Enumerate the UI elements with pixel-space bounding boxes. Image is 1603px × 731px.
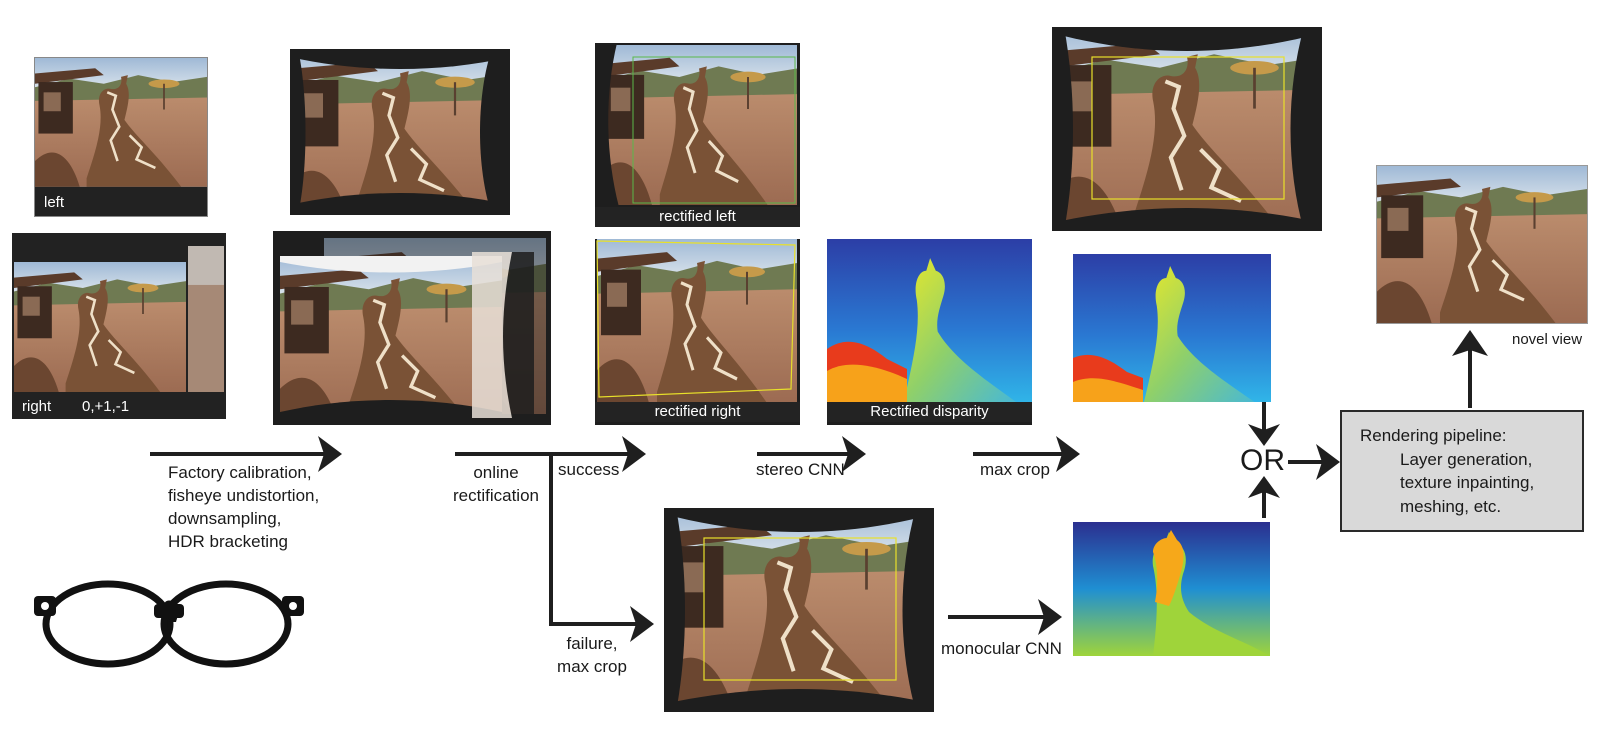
rendering-item-layer: Layer generation,: [1400, 450, 1533, 469]
right-caption: right: [22, 398, 52, 415]
online-rectification-label: online rectification: [453, 463, 539, 505]
factory-label: Factory calibration, fisheye undistortio…: [168, 463, 320, 551]
stereo-cnn-label: stereo CNN: [756, 460, 845, 479]
undistorted-left-image: [290, 49, 510, 215]
novel-view-image: [1376, 165, 1588, 324]
failure-label: failure, max crop: [557, 634, 627, 676]
rectified-disparity-map: [827, 239, 1032, 425]
success-label: success: [558, 460, 620, 479]
rectified-right-image: [595, 239, 800, 425]
monocular-cnn-label: monocular CNN: [941, 639, 1062, 658]
left-image: [34, 57, 208, 217]
failure-fisheye-image: [664, 508, 934, 712]
novel-view-caption: novel view: [1512, 331, 1583, 348]
undistorted-bracket-layer: [472, 252, 534, 418]
undistorted-right-image: [280, 256, 502, 422]
rectified-disparity-caption: Rectified disparity: [827, 402, 1032, 422]
rectified-right-caption: rectified right: [595, 402, 800, 422]
cropped-disparity-map: [1073, 254, 1271, 402]
or-label: OR: [1240, 444, 1285, 477]
left-caption: left: [44, 194, 65, 211]
monocular-depth-map: [1073, 522, 1270, 656]
rectified-left-caption: rectified left: [595, 207, 800, 227]
bracket-caption: 0,+1,-1: [82, 398, 130, 415]
right-bracket-layer: [188, 246, 224, 392]
max-crop-label: max crop: [980, 460, 1050, 479]
glasses-icon: [34, 580, 304, 668]
rendering-item-inpainting: texture inpainting,: [1400, 473, 1535, 492]
rendering-item-meshing: meshing, etc.: [1400, 497, 1502, 516]
rendering-pipeline-box: Rendering pipeline: Layer generation, te…: [1340, 410, 1584, 532]
rendering-pipeline-title: Rendering pipeline:: [1360, 426, 1507, 445]
rectified-left-image: [595, 43, 800, 227]
max-crop-fisheye-image: [1052, 27, 1322, 231]
